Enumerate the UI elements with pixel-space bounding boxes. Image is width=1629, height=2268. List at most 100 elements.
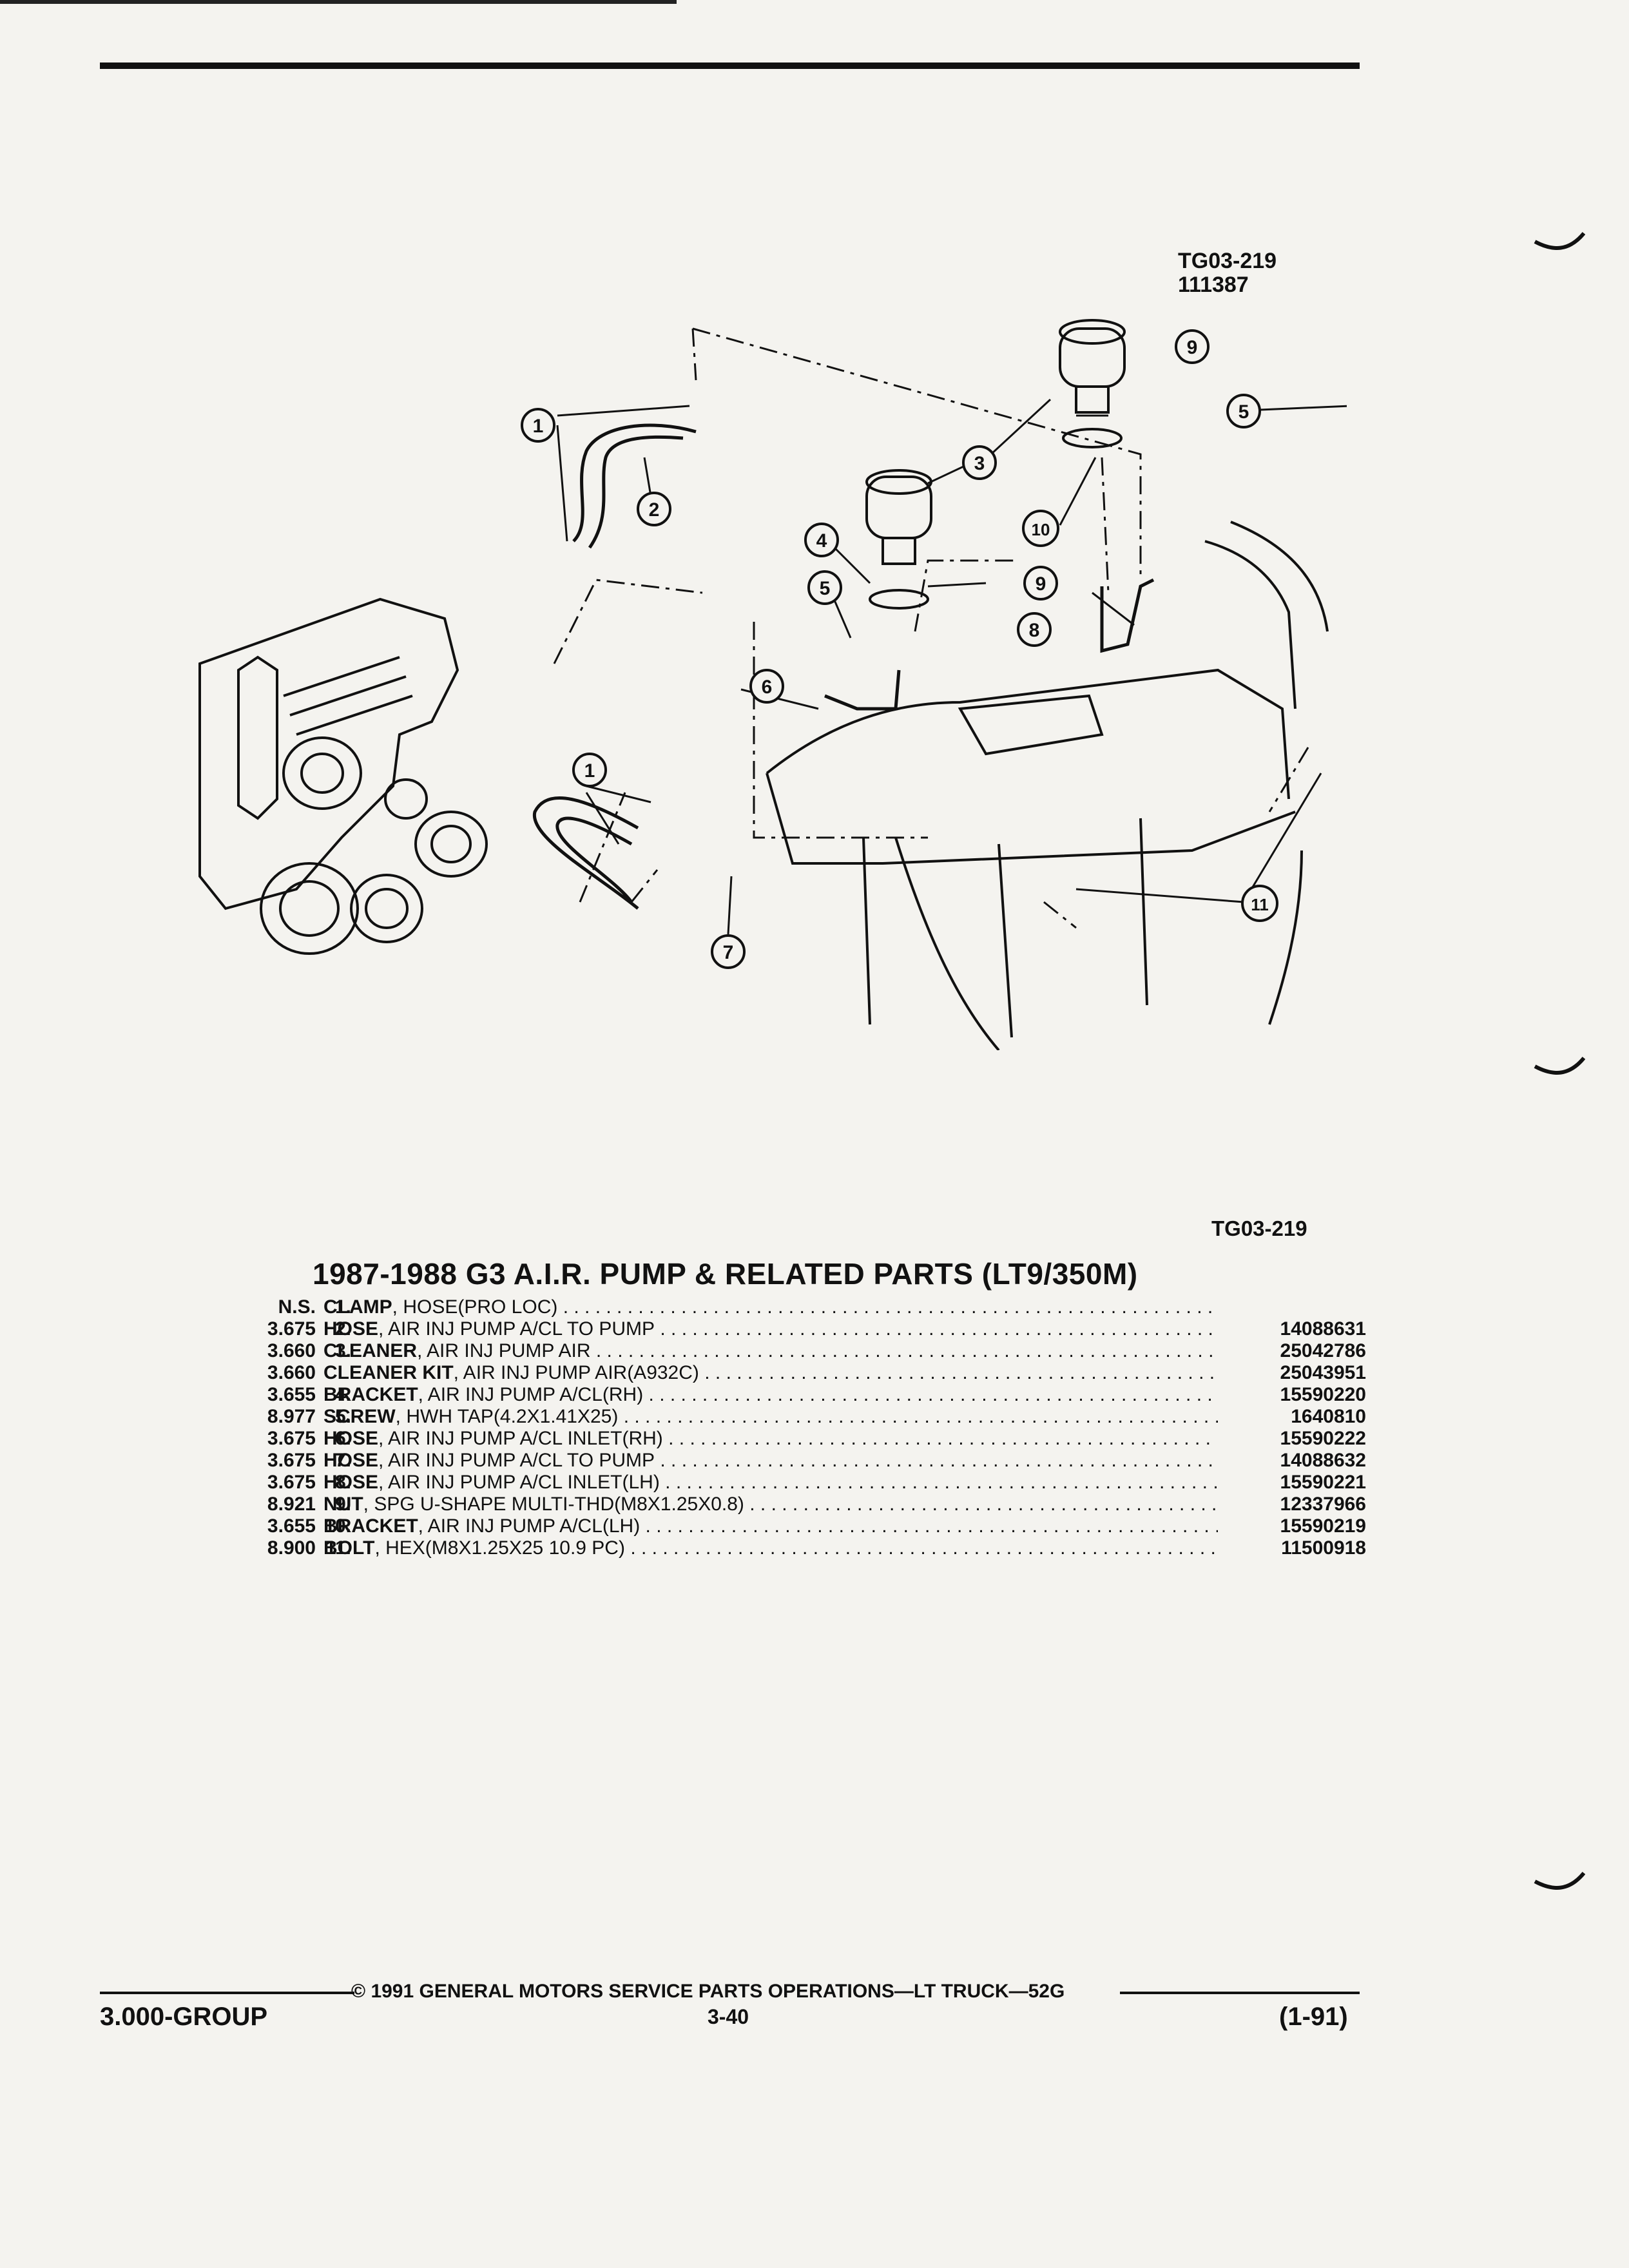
part-description: , AIR INJ PUMP A/CL INLET(RH) [378,1428,663,1449]
callout-6: 6 [749,669,784,704]
group-code: 8.900 [267,1537,316,1559]
callout-9-lower: 9 [1023,566,1058,601]
svg-text:1: 1 [533,416,544,437]
part-number: 15590222 [1271,1428,1366,1450]
item-number: 1. [334,1296,351,1318]
part-number: 1640810 [1282,1406,1366,1428]
part-number: 14088631 [1271,1318,1366,1340]
group-code: 3.655 [267,1384,316,1405]
group-code: N.S. [278,1296,316,1318]
part-number: 15590219 [1271,1515,1366,1537]
radiator-support [766,521,1329,1050]
leader-dots: . . . . . . . . . . . . . . . . . . . . … [665,1472,1218,1493]
parts-row: 11. 8.900 BOLT, HEX(M8X1.25X25 10.9 PC) . … [148,1537,1366,1559]
leader-dots: . . . . . . . . . . . . . . . . . . . . … [645,1515,1218,1537]
callout-5-upper: 5 [1226,394,1261,428]
parts-list: 1.N.S.CLAMP, HOSE(PRO LOC) . . . . . . .… [148,1296,1366,1559]
part-number: 15590220 [1271,1384,1366,1406]
part-name: HOSE, AIR INJ PUMP A/CL INLET(LH) . . . … [323,1472,1218,1494]
part-description: , AIR INJ PUMP AIR(A932C) [453,1362,699,1383]
parts-row: 6. 3.675 HOSE, AIR INJ PUMP A/CL INLET(RH)… [148,1428,1366,1450]
part-name: HOSE, AIR INJ PUMP A/CL INLET(RH) . . . … [323,1428,1218,1450]
callout-7: 7 [711,934,746,969]
footer-rule-left [100,1992,354,1994]
binder-tick-mark [1534,232,1585,250]
svg-text:9: 9 [1187,337,1198,358]
part-description: , HWH TAP(4.2X1.41X25) [395,1406,619,1427]
figure-ref: TG03-219 [1178,249,1277,273]
svg-text:8: 8 [1029,620,1040,641]
part-description: , AIR INJ PUMP A/CL(LH) [418,1515,641,1537]
callout-2: 2 [637,492,671,526]
leader-dots: . . . . . . . . . . . . . . . . . . . . … [648,1384,1218,1405]
leader-dots: . . . . . . . . . . . . . . . . . . . . … [623,1406,1218,1427]
part-name: SCREW, HWH TAP(4.2X1.41X25) . . . . . . … [323,1406,1218,1428]
part-description: , AIR INJ PUMP AIR [417,1340,591,1361]
revision-date: (1-91) [1279,2003,1348,2031]
part-name: HOSE, AIR INJ PUMP A/CL TO PUMP . . . . … [323,1318,1218,1340]
group-code: 8.921 [267,1494,316,1515]
group-label: 3.000-GROUP [100,2003,268,2031]
callout-4: 4 [804,523,839,557]
figure-code: TG03-219 [1211,1216,1307,1240]
part-number: 12337966 [1271,1494,1366,1515]
leader-dots: . . . . . . . . . . . . . . . . . . . . … [668,1428,1218,1449]
binder-tick-mark [1534,1057,1585,1075]
figure-date: 111387 [1178,273,1249,297]
part-name: BRACKET, AIR INJ PUMP A/CL(RH) . . . . .… [323,1384,1218,1406]
part-number: 14088632 [1271,1450,1366,1472]
callout-1-lower: 1 [572,753,607,787]
group-code: 3.675 [267,1318,316,1340]
part-description: , HEX(M8X1.25X25 10.9 PC) [374,1537,625,1559]
item-number: 8. [334,1472,351,1493]
callout-8: 8 [1017,612,1052,647]
hose-2 [572,423,697,549]
group-code: 3.675 [267,1450,316,1471]
parts-row: 8. 3.675 HOSE, AIR INJ PUMP A/CL INLET(LH)… [148,1472,1366,1494]
part-name: CLEANER KIT, AIR INJ PUMP AIR(A932C) . .… [323,1362,1218,1384]
page-number: 3-40 [708,2005,749,2028]
part-number: 25043951 [1271,1362,1366,1384]
part-number: 25042786 [1271,1340,1366,1362]
group-code: 3.675 [267,1428,316,1449]
hose-8 [1100,578,1155,653]
item-number: 5. [334,1406,351,1427]
leader-dots: . . . . . . . . . . . . . . . . . . . . … [704,1362,1218,1383]
item-number: 4. [334,1384,351,1405]
svg-text:5: 5 [820,578,831,599]
leader-dots: . . . . . . . . . . . . . . . . . . . . … [660,1318,1218,1340]
leader-dots: . . . . . . . . . . . . . . . . . . . . … [660,1450,1218,1471]
group-code: 3.675 [267,1472,316,1493]
parts-row: 4. 3.655 BRACKET, AIR INJ PUMP A/CL(RH) . … [148,1384,1366,1406]
copyright-text: © 1991 GENERAL MOTORS SERVICE PARTS OPER… [351,1981,1065,2002]
svg-text:6: 6 [762,677,773,698]
part-description: , AIR INJ PUMP A/CL(RH) [418,1384,644,1405]
exploded-parts-diagram: 1 2 3 4 5 5 6 7 8 9 9 10 1 11 [198,319,1347,1050]
group-code: 3.660 [267,1340,316,1361]
svg-text:9: 9 [1036,573,1046,595]
header-rule [100,62,1360,69]
part-name: BRACKET, AIR INJ PUMP A/CL(LH) . . . . .… [323,1515,1218,1537]
item-number: 11. [325,1537,351,1559]
callout-10: 10 [1022,510,1059,547]
air-cleaner-lower [865,469,932,610]
svg-text:10: 10 [1032,520,1050,539]
svg-text:1: 1 [584,760,595,782]
item-number: 2. [334,1318,351,1340]
callout-11: 11 [1241,885,1278,922]
leader-dots: . . . . . . . . . . . . . . . . . . . . … [749,1494,1218,1515]
leader-dots: . . . . . . . . . . . . . . . . . . . . … [563,1296,1218,1318]
item-number: 6. [334,1428,351,1449]
part-description: , SPG U-SHAPE MULTI-THD(M8X1.25X0.8) [363,1494,744,1515]
scan-top-edge [0,0,677,4]
footer-rule-right [1120,1992,1360,1994]
hose-6 [824,669,901,711]
svg-text:4: 4 [816,530,827,552]
part-name: BOLT, HEX(M8X1.25X25 10.9 PC) . . . . . … [323,1537,1218,1559]
leader-dots: . . . . . . . . . . . . . . . . . . . . … [595,1340,1218,1361]
section-title: 1987-1988 G3 A.I.R. PUMP & RELATED PARTS… [313,1257,1138,1291]
